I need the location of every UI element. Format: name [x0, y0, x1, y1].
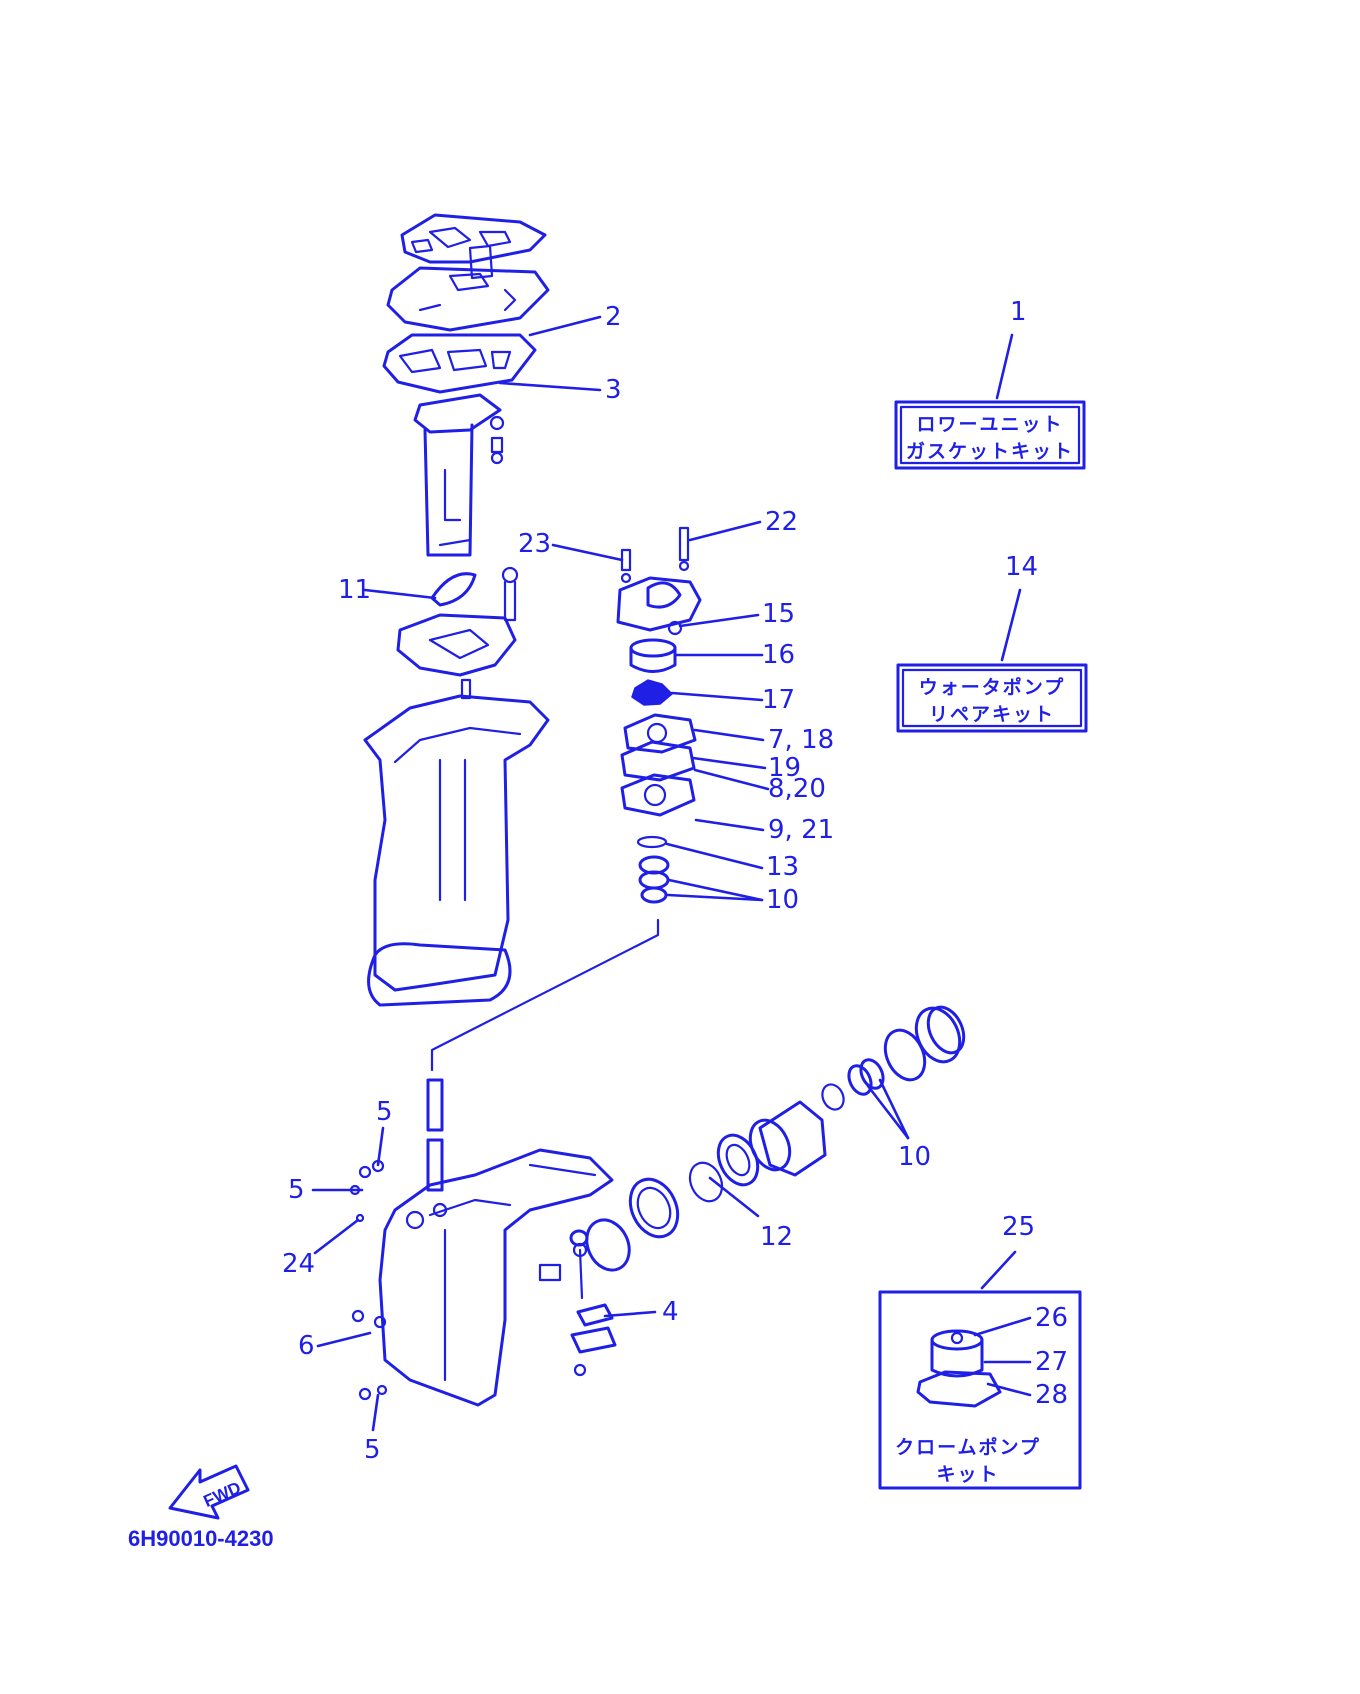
water-pump-stack: [616, 526, 702, 904]
callout-28: 28: [1035, 1380, 1068, 1410]
callout-4: 4: [662, 1297, 679, 1327]
chrome-pump-kit-box: クロームポンプ キット: [878, 1290, 1082, 1490]
gasket-11: [430, 572, 477, 607]
water-pump-kit-line2: リペアキット: [929, 704, 1055, 726]
callout-16: 16: [762, 640, 795, 670]
callout-26: 26: [1035, 1303, 1068, 1333]
gasket-2: [382, 333, 537, 394]
callout-labels: 1 2 3 4 5 5 5 6 7, 18 8,20 9, 21 10 10 1…: [282, 297, 1068, 1465]
callout-10-pump: 10: [766, 885, 799, 915]
upper-gasket-stack: [382, 213, 550, 557]
callout-22: 22: [765, 507, 798, 537]
lower-casing: [349, 1078, 617, 1407]
fwd-arrow-icon: FWD: [168, 1464, 250, 1520]
upper-casing: [363, 566, 550, 1007]
water-pump-kit-line1: ウォータポンプ: [919, 676, 1065, 699]
callout-15: 15: [762, 599, 795, 629]
callout-23: 23: [518, 529, 551, 559]
gasket-kit-line1: ロワーユニット: [916, 414, 1063, 436]
drawing-code: 6H90010-4230: [128, 1526, 274, 1551]
gasket-kit-line2: ガスケットキット: [906, 441, 1074, 463]
callout-10-shaft: 10: [898, 1142, 931, 1172]
callout-2: 2: [605, 302, 622, 332]
callout-3: 3: [605, 375, 622, 405]
callout-19: 19: [768, 753, 801, 783]
propshaft-parts: [569, 1005, 966, 1272]
callout-24: 24: [282, 1249, 315, 1279]
callout-5-left: 5: [288, 1175, 305, 1205]
callout-7-18: 7, 18: [768, 725, 834, 755]
water-pump-kit-box: ウォータポンプ リペアキット: [896, 663, 1088, 733]
callout-5-top: 5: [376, 1097, 393, 1127]
chrome-pump-kit-line1: クロームポンプ: [895, 1436, 1041, 1459]
gasket-kit-box: ロワーユニット ガスケットキット: [894, 400, 1086, 470]
callout-5-bottom: 5: [364, 1435, 381, 1465]
chrome-pump-kit-line2: キット: [936, 1464, 999, 1486]
chrome-pump-part: [916, 1329, 1002, 1408]
callout-27: 27: [1035, 1347, 1068, 1377]
callout-9-21: 9, 21: [768, 815, 834, 845]
callout-14: 14: [1005, 552, 1038, 582]
driveshaft-guide-line: [430, 918, 660, 1072]
leader-lines: [311, 315, 1032, 1432]
callout-1: 1: [1010, 297, 1027, 327]
callout-25: 25: [1002, 1212, 1035, 1242]
fwd-label: FWD: [201, 1478, 244, 1511]
callout-6: 6: [298, 1331, 315, 1361]
callout-17: 17: [762, 685, 795, 715]
callout-13: 13: [766, 852, 799, 882]
callout-12: 12: [760, 1222, 793, 1252]
callout-8-20: 8,20: [768, 774, 826, 804]
callout-11: 11: [338, 575, 371, 605]
